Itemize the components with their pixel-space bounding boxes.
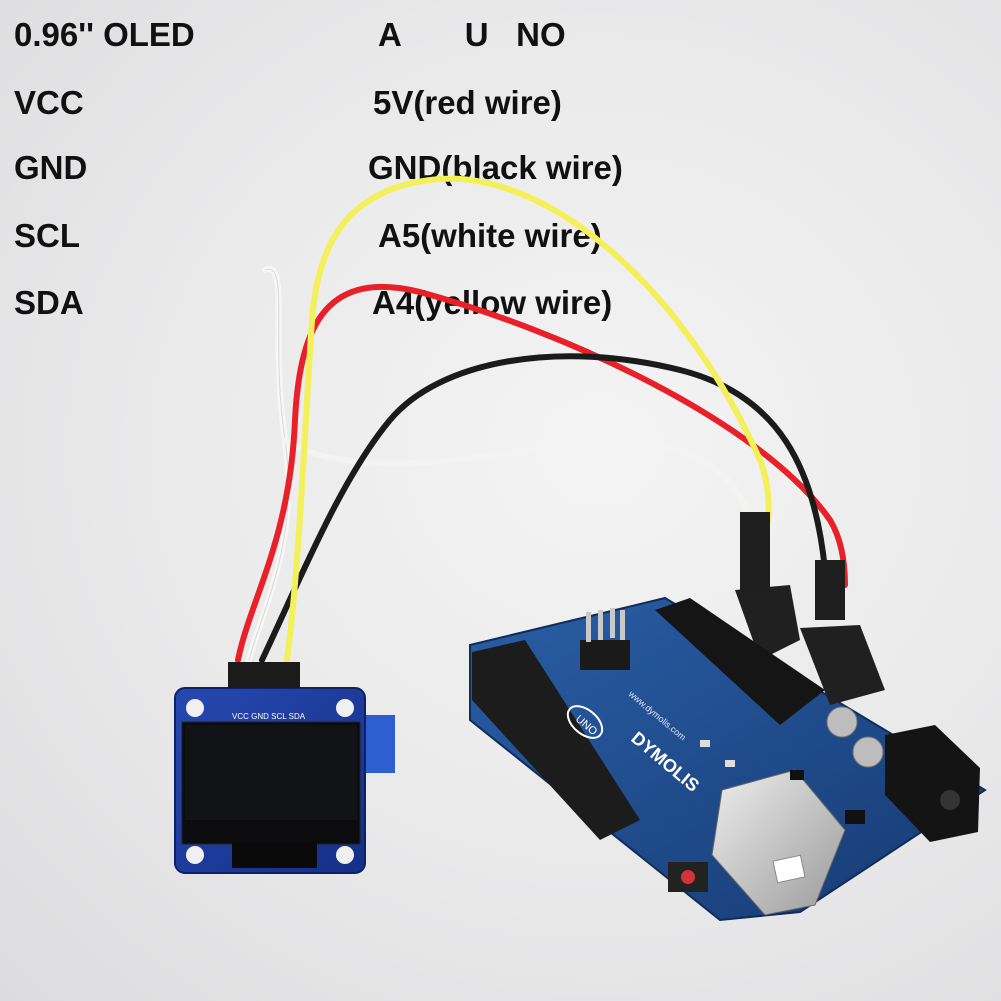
pin-scl-target: A5(white wire) bbox=[378, 217, 602, 254]
black-wire bbox=[259, 353, 828, 663]
capacitor-1 bbox=[826, 706, 858, 738]
capacitor-2 bbox=[852, 736, 884, 768]
jumper-wires bbox=[235, 175, 848, 663]
oled-module: VCC GND SCL SDA bbox=[174, 662, 395, 874]
oled-pin-silkscreen: VCC GND SCL SDA bbox=[232, 712, 306, 721]
pin-vcc-target: 5V(red wire) bbox=[373, 84, 562, 121]
connector-white-yellow bbox=[740, 512, 770, 592]
board-label: A U NO bbox=[378, 16, 566, 53]
pin-sda-label: SDA bbox=[14, 284, 84, 321]
connector-red-black bbox=[815, 560, 845, 620]
pin-gnd-label: GND bbox=[14, 149, 88, 186]
oled-module-label: 0.96'' OLED bbox=[14, 16, 195, 53]
icsp-header bbox=[580, 608, 630, 670]
oled-header-pins bbox=[228, 662, 300, 688]
microcontroller-chip bbox=[655, 598, 825, 725]
pin-gnd-target: GND(black wire) bbox=[368, 149, 623, 186]
oled-ribbon bbox=[363, 715, 395, 773]
reset-button bbox=[681, 870, 695, 884]
pin-scl-label: SCL bbox=[14, 217, 80, 254]
yellow-wire bbox=[284, 175, 772, 663]
red-wire bbox=[235, 284, 848, 663]
power-jack bbox=[885, 725, 980, 842]
arduino-board: UNO DYMOLIS www.dymolis.com bbox=[469, 585, 987, 922]
pin-vcc-label: VCC bbox=[14, 84, 84, 121]
